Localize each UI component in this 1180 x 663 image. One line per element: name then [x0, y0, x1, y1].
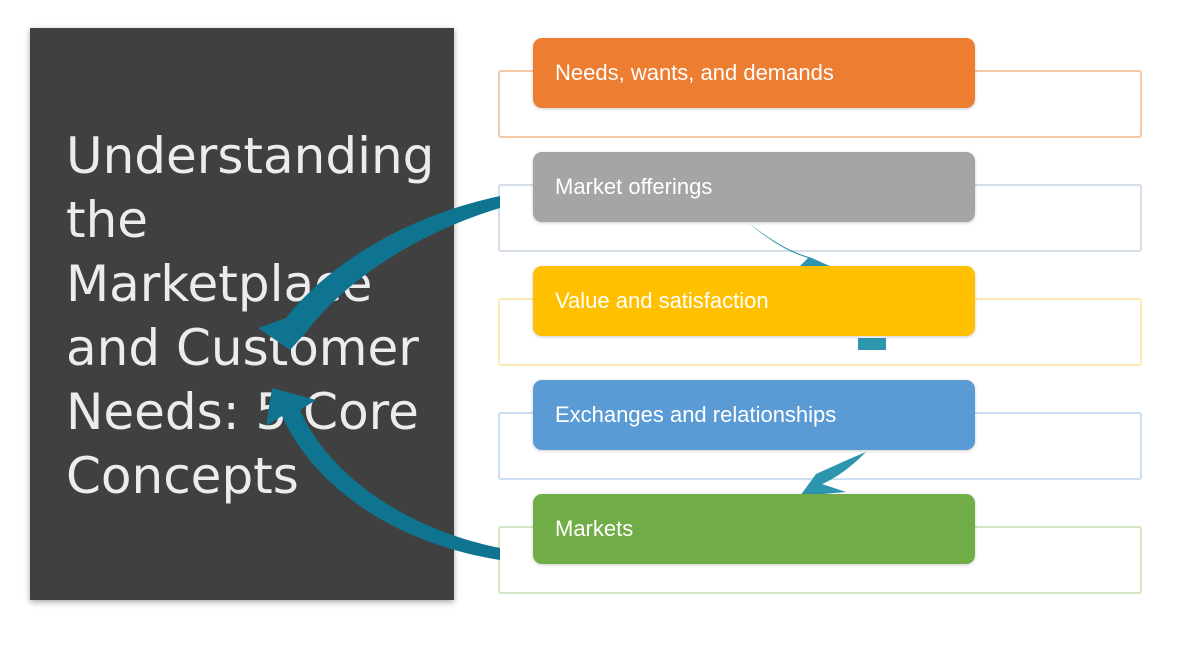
- connector-arrow-3: [800, 452, 866, 496]
- concept-label: Market offerings: [555, 174, 713, 199]
- concept-label: Needs, wants, and demands: [555, 60, 834, 85]
- concept-value-satisfaction: Value and satisfaction: [533, 266, 975, 336]
- curved-arrow-upper: [258, 196, 500, 350]
- concept-market-offerings: Market offerings: [533, 152, 975, 222]
- curved-arrow-lower: [266, 388, 500, 560]
- concept-label: Value and satisfaction: [555, 288, 769, 313]
- concept-needs-wants-demands: Needs, wants, and demands: [533, 38, 975, 108]
- connector-arrow-2: [858, 338, 886, 350]
- title-panel: Understanding the Marketplace and Custom…: [30, 28, 454, 600]
- concept-label: Markets: [555, 516, 634, 541]
- concept-exchanges-relationships: Exchanges and relationships: [533, 380, 975, 450]
- concept-markets: Markets: [533, 494, 975, 564]
- concept-label: Exchanges and relationships: [555, 402, 837, 427]
- slide-title: Understanding the Marketplace and Custom…: [66, 127, 435, 505]
- connector-arrow-1: [748, 222, 834, 268]
